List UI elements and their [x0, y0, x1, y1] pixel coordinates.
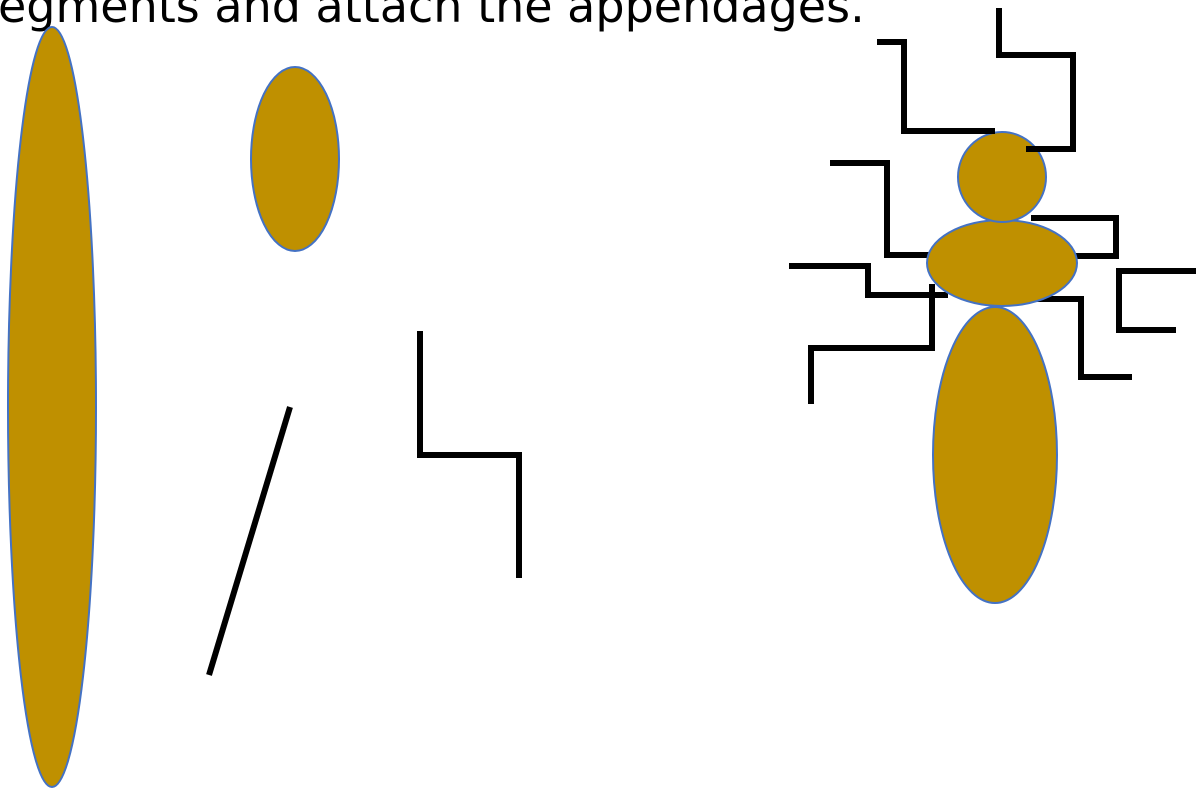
abdomen-segment	[932, 306, 1058, 604]
thorax-segment	[926, 219, 1078, 307]
leg-right-lower	[1031, 296, 1132, 380]
loose-parts	[7, 26, 522, 788]
loose-straight-appendage	[206, 406, 293, 676]
slide-title: egments and attach the appendages.	[0, 0, 865, 33]
leg-right-upper	[1031, 215, 1119, 259]
leg-right-middle	[1116, 268, 1196, 333]
assembled-insect	[789, 8, 1196, 604]
loose-bent-appendage	[417, 331, 522, 578]
head-segment	[957, 131, 1047, 223]
loose-head-segment	[250, 66, 340, 252]
leg-left-lower	[808, 284, 935, 404]
antenna-right	[996, 8, 1076, 152]
leg-left-upper	[830, 160, 948, 258]
antenna-left	[877, 39, 995, 134]
loose-abdomen-segment	[7, 26, 97, 788]
leg-left-middle	[789, 263, 948, 298]
